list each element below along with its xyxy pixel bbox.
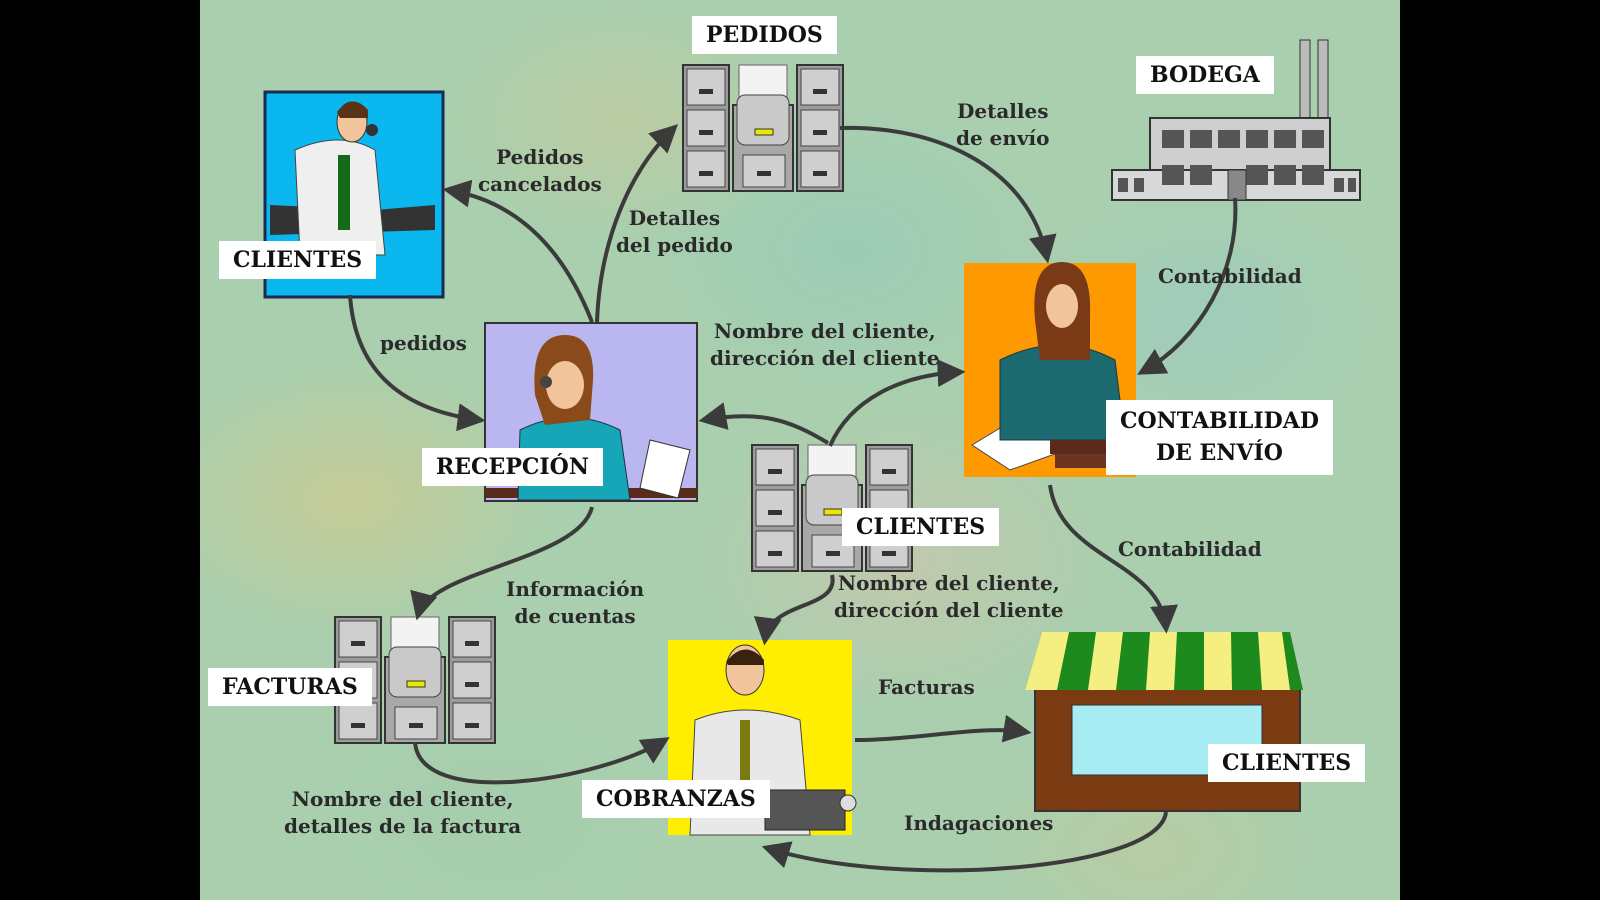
flow-text: Detalles [628, 206, 721, 230]
flow-text: dirección del cliente [710, 346, 940, 370]
node-recepcion: RECEPCIÓN [422, 448, 603, 487]
flow-detalles-envio: Detalles de envío [956, 98, 1050, 152]
flow-informacion-cuentas: Información de cuentas [506, 576, 644, 630]
flow-text: dirección del cliente [834, 598, 1064, 622]
flow-indagaciones: Indagaciones [904, 811, 1054, 835]
flow-facturas: Facturas [878, 675, 975, 699]
flow-nombre-factura: Nombre del cliente, detalles de la factu… [284, 786, 521, 840]
node-contabilidad-envio: CONTABILIDAD DE ENVÍO [1106, 400, 1333, 475]
diagram-artwork [263, 39, 1361, 873]
flow-text: cancelados [478, 172, 602, 196]
flow-arrows [348, 124, 1238, 873]
store-illustration [1025, 632, 1303, 812]
flow-text: Nombre del cliente, [837, 571, 1060, 595]
flow-pedidos-cancelados: Pedidos cancelados [478, 144, 602, 198]
flow-text: del pedido [616, 233, 733, 257]
pedidos-file-cabinets [683, 65, 843, 191]
flow-contabilidad-store: Contabilidad [1118, 537, 1262, 561]
node-cobranzas: COBRANZAS [582, 780, 770, 819]
node-clientes-top: CLIENTES [219, 241, 377, 280]
flow-contabilidad-bodega: Contabilidad [1158, 264, 1302, 288]
node-clientes-store: CLIENTES [1208, 744, 1366, 783]
node-bodega: BODEGA [1136, 56, 1274, 95]
flow-text: Pedidos [496, 145, 584, 169]
flow-text: Nombre del cliente, [713, 319, 936, 343]
flow-nombre-direccion-1: Nombre del cliente, dirección del client… [710, 318, 940, 372]
flow-pedidos-lower: pedidos [380, 331, 467, 355]
node-contabilidad-envio-line2: DE ENVÍO [1155, 440, 1283, 467]
node-facturas: FACTURAS [208, 668, 372, 707]
node-contabilidad-envio-line1: CONTABILIDAD [1120, 408, 1319, 434]
diagram-slide: PEDIDOS BODEGA CLIENTES RECEPCIÓN CONTAB… [200, 0, 1400, 900]
flow-detalles-pedido: Detalles del pedido [616, 205, 733, 259]
flow-text: Información [506, 577, 645, 601]
flow-text: de envío [956, 126, 1050, 150]
node-clientes-mid: CLIENTES [842, 508, 1000, 547]
warehouse-factory-illustration [1111, 39, 1361, 201]
flow-text: de cuentas [514, 604, 636, 628]
flow-text: Detalles [957, 99, 1049, 123]
flow-text: detalles de la factura [284, 814, 522, 838]
flow-text: Nombre del cliente, [291, 787, 514, 811]
flow-nombre-direccion-2: Nombre del cliente, dirección del client… [834, 570, 1064, 624]
node-pedidos: PEDIDOS [692, 16, 837, 55]
